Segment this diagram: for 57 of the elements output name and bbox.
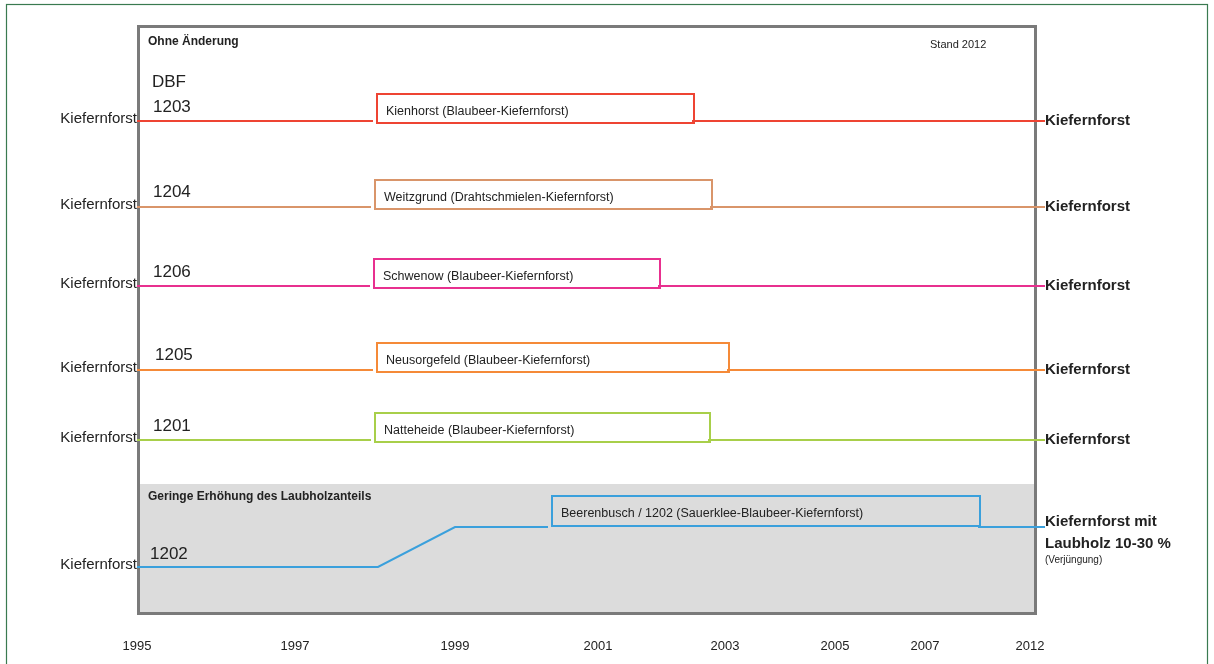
- forest-type-label: Kiefernforst: [59, 428, 137, 445]
- site-name: Natteheide (Blaubeer-Kiefernforst): [384, 423, 575, 437]
- timeline-line: [977, 526, 1046, 528]
- site-box: [376, 342, 730, 373]
- timeline-line: [707, 439, 1046, 441]
- forest-type-label: Kiefernforst: [1045, 275, 1131, 295]
- site-number: 1206: [153, 262, 191, 282]
- year-tick: 1995: [122, 638, 152, 653]
- site-box: [374, 179, 713, 210]
- timeline-line: [709, 206, 1046, 208]
- site-number: 1201: [153, 416, 191, 436]
- site-box: [376, 93, 695, 124]
- timeline-line: [136, 369, 374, 371]
- year-tick: 2005: [820, 638, 850, 653]
- year-tick: 2012: [1015, 638, 1045, 653]
- column-heading: DBF: [152, 72, 186, 92]
- note-text: (Verjüngung): [1045, 554, 1104, 566]
- site-name: Weitzgrund (Drahtschmielen-Kiefernforst): [384, 190, 614, 204]
- timeline-line: [136, 526, 549, 568]
- forest-type-label: Kiefernforst: [1045, 429, 1131, 449]
- timeline-line: [136, 285, 371, 287]
- timeline-line: [657, 285, 1046, 287]
- timeline-line: [136, 439, 372, 441]
- forest-type-label: Kiefernforst: [59, 555, 137, 572]
- site-number: 1202: [150, 544, 188, 564]
- forest-type-label: Kiefernforst: [59, 358, 137, 375]
- section-heading: Ohne Änderung: [148, 34, 239, 48]
- year-tick: 1997: [280, 638, 310, 653]
- site-name: Schwenow (Blaubeer-Kiefernforst): [383, 269, 574, 283]
- year-tick: 2001: [583, 638, 613, 653]
- site-box: [551, 495, 981, 527]
- forest-type-label: Kiefernforst: [59, 274, 137, 291]
- forest-type-label: Kiefernforst: [59, 109, 137, 126]
- timeline-line: [726, 369, 1046, 371]
- year-tick: 1999: [440, 638, 470, 653]
- forest-type-label: Kiefernforst: [59, 195, 137, 212]
- timeline-line: [691, 120, 1046, 122]
- timeline-line: [136, 206, 372, 208]
- forest-type-label: Kiefernforst mit Laubholz 10-30 %: [1045, 511, 1172, 553]
- note-text: Stand 2012: [930, 38, 987, 50]
- year-tick: 2007: [910, 638, 940, 653]
- forest-type-label: Kiefernforst: [1045, 359, 1131, 379]
- site-box: [373, 258, 661, 289]
- timeline-line: [136, 120, 374, 122]
- site-name: Beerenbusch / 1202 (Sauerklee-Blaubeer-Kiefernforst): [561, 506, 864, 520]
- year-tick: 2003: [710, 638, 740, 653]
- shaded-band: [137, 484, 1037, 615]
- site-number: 1203: [153, 97, 191, 117]
- forest-type-label: Kiefernforst: [1045, 110, 1131, 130]
- forest-type-label: Kiefernforst: [1045, 196, 1131, 216]
- site-name: Neusorgefeld (Blaubeer-Kiefernforst): [386, 353, 591, 367]
- site-box: [374, 412, 711, 443]
- section-heading: Geringe Erhöhung des Laubholzanteils: [148, 489, 372, 503]
- site-number: 1205: [155, 345, 193, 365]
- diagram-panel: [137, 25, 1037, 484]
- site-number: 1204: [153, 182, 191, 202]
- site-name: Kienhorst (Blaubeer-Kiefernforst): [386, 104, 569, 118]
